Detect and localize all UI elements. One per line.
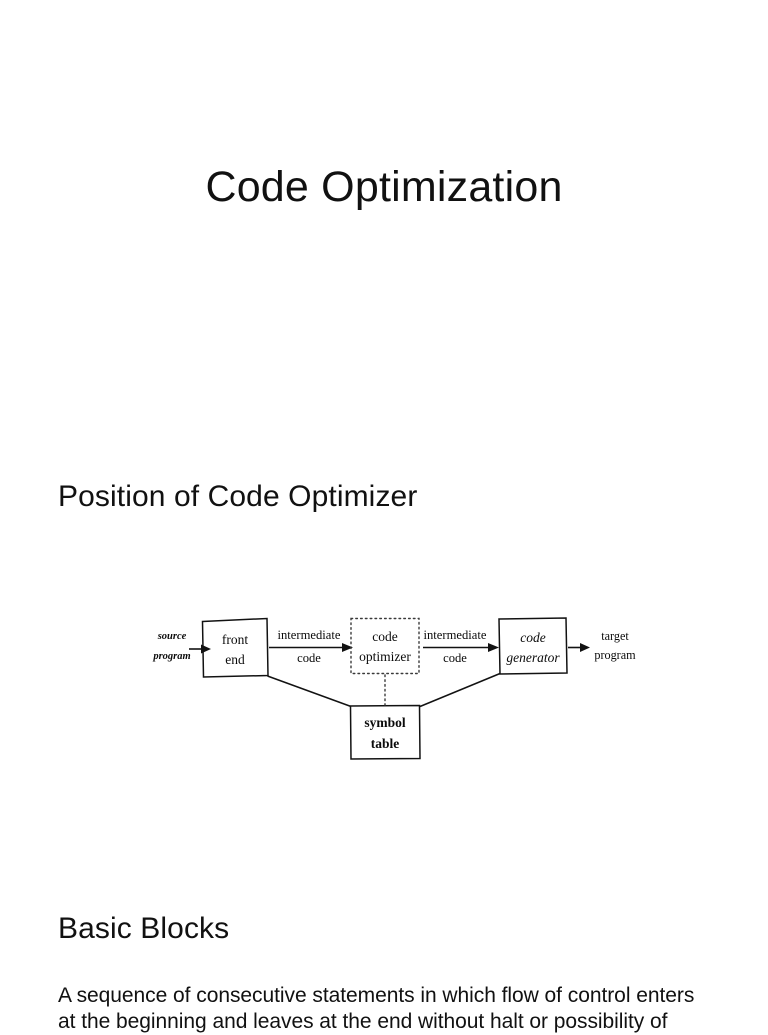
- code-optimizer-box: [350, 617, 420, 675]
- intermediate-code-2-label-line1: intermediate: [424, 628, 487, 642]
- front-end-label-line2: end: [225, 652, 245, 667]
- front-end-box: [201, 617, 269, 678]
- target-program-label-line1: target: [601, 629, 629, 643]
- code-optimizer-label-line2: optimizer: [359, 649, 411, 664]
- intermediate-code-arrow-1-icon: [269, 643, 353, 652]
- front-end-label-line1: front: [222, 632, 248, 647]
- symbol-table-box: [349, 704, 421, 760]
- target-program-label-line2: program: [594, 648, 636, 662]
- code-generator-to-symbol-table-link: [419, 672, 501, 708]
- symbol-table-label-line2: table: [371, 736, 400, 751]
- intermediate-code-1-label-line2: code: [297, 651, 321, 665]
- front-end-to-symbol-table-link: [267, 675, 352, 708]
- code-generator-box: [498, 617, 568, 675]
- code-generator-label-line2: generator: [506, 650, 560, 665]
- section-heading-position-of-code-optimizer: Position of Code Optimizer: [58, 480, 418, 513]
- target-program-arrow-icon: [568, 643, 590, 652]
- source-program-arrow-icon: [189, 644, 211, 654]
- section-heading-basic-blocks: Basic Blocks: [58, 912, 230, 945]
- code-optimizer-label-line1: code: [372, 629, 397, 644]
- intermediate-code-1-label-line1: intermediate: [278, 628, 341, 642]
- compiler-pipeline-diagram: source program front end intermediate co…: [145, 600, 640, 785]
- basic-blocks-paragraph: A sequence of consecutive statements in …: [58, 984, 695, 1033]
- code-generator-label-line1: code: [520, 630, 545, 645]
- page-title: Code Optimization: [205, 163, 563, 211]
- intermediate-code-arrow-2-icon: [423, 643, 499, 652]
- source-program-label-line1: source: [157, 631, 187, 642]
- intermediate-code-2-label-line2: code: [443, 651, 467, 665]
- source-program-label-line2: program: [152, 651, 190, 662]
- symbol-table-label-line1: symbol: [364, 715, 406, 730]
